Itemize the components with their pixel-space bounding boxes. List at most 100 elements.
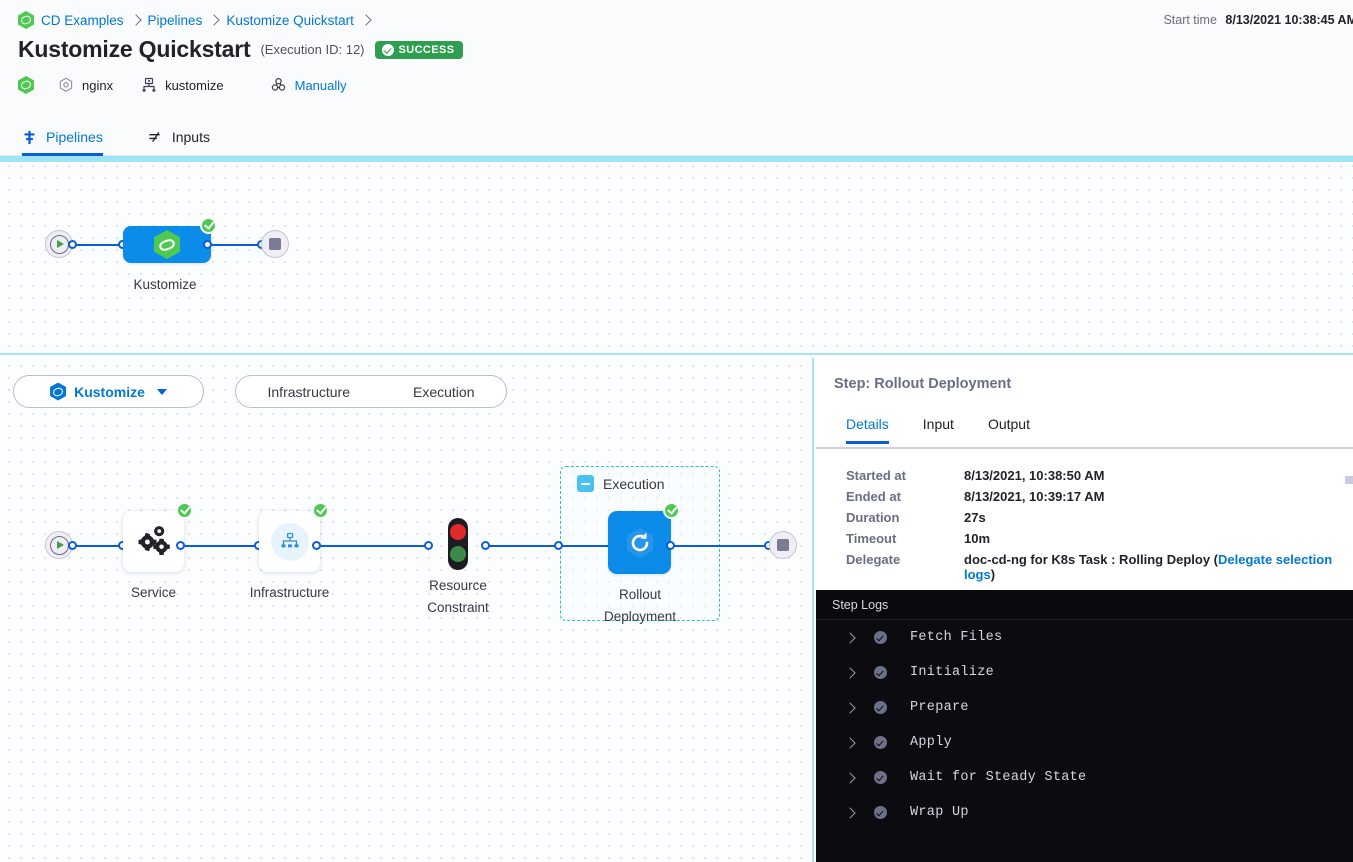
infrastructure-icon	[142, 77, 156, 92]
breadcrumb-item-pipelines[interactable]: Pipelines	[147, 12, 203, 28]
detail-value-duration: 27s	[964, 510, 986, 525]
chevron-right-icon	[129, 14, 142, 26]
node-kustomize[interactable]	[123, 226, 211, 263]
panel-tab-input[interactable]: Input	[922, 416, 954, 432]
log-row[interactable]: Wait for Steady State	[816, 760, 1353, 795]
trigger-icon	[271, 77, 285, 91]
check-circle-icon	[874, 701, 887, 714]
edge	[76, 244, 124, 246]
pipeline-end-node[interactable]	[261, 230, 289, 258]
meta-trigger-label[interactable]: Manually	[294, 77, 347, 93]
harness-hex-icon	[154, 230, 180, 259]
chevron-right-icon[interactable]	[844, 666, 856, 679]
chevron-right-icon[interactable]	[844, 736, 856, 749]
page-header: CD Examples Pipelines Kustomize Quicksta…	[0, 0, 1353, 112]
service-hexagon-icon	[59, 77, 73, 92]
node-rollout-deployment[interactable]	[608, 511, 671, 574]
log-row[interactable]: Prepare	[816, 690, 1353, 725]
delegate-text: doc-cd-ng for K8s Task : Rolling Deploy …	[964, 552, 1218, 567]
tab-pipelines[interactable]: Pipelines	[0, 129, 125, 156]
stage-section-toggle[interactable]: Infrastructure Execution	[235, 375, 507, 408]
harness-hex-icon	[50, 382, 67, 401]
status-success-icon	[200, 217, 217, 234]
edge	[674, 545, 770, 547]
pipeline-canvas[interactable]: Kustomize	[0, 156, 1353, 355]
detail-value-started-at: 8/13/2021, 10:38:50 AM	[964, 468, 1105, 483]
stage-selector-kustomize[interactable]: Kustomize	[13, 375, 204, 408]
stop-icon	[777, 539, 789, 551]
panel-title: Step: Rollout Deployment	[834, 376, 1012, 392]
log-row-label: Prepare	[910, 700, 969, 715]
traffic-light-icon	[448, 518, 468, 570]
meta-environment-label: kustomize	[165, 77, 224, 93]
log-row[interactable]: Initialize	[816, 655, 1353, 690]
check-circle-icon	[381, 43, 394, 56]
status-success-icon	[312, 502, 329, 519]
port	[554, 541, 563, 550]
harness-hex-icon	[18, 76, 34, 94]
execution-id-label: (Execution ID: 12)	[260, 42, 365, 57]
execution-group-header: Execution	[577, 475, 664, 492]
rollout-refresh-icon	[626, 527, 653, 558]
infrastructure-tree-icon	[270, 522, 309, 561]
log-row-label: Apply	[910, 735, 953, 750]
meta-service[interactable]: nginx	[58, 77, 113, 93]
breadcrumb-item-kustomize-quickstart[interactable]: Kustomize Quickstart	[226, 12, 354, 28]
log-row-label: Wrap Up	[910, 805, 969, 820]
chevron-right-icon[interactable]	[844, 806, 856, 819]
check-circle-icon	[874, 771, 887, 784]
panel-tab-details[interactable]: Details	[832, 410, 903, 444]
edge	[211, 244, 263, 246]
edge	[320, 545, 430, 547]
step-logs-console[interactable]: Step Logs Fetch Files Initialize Prepare…	[816, 590, 1353, 862]
node-service[interactable]	[123, 511, 184, 572]
node-label-resource-constraint: Resource Constraint	[427, 578, 489, 615]
stop-icon	[269, 238, 281, 250]
log-row[interactable]: Apply	[816, 725, 1353, 760]
chevron-right-icon[interactable]	[844, 701, 856, 714]
panel-scrollbar[interactable]	[1345, 476, 1353, 484]
stage-section-execution[interactable]: Execution	[413, 383, 475, 400]
chevron-down-icon[interactable]	[156, 388, 167, 395]
breadcrumb-item-cd-examples[interactable]: CD Examples	[41, 12, 124, 28]
stage-end-node[interactable]	[769, 531, 797, 559]
detail-key-duration: Duration	[846, 510, 900, 525]
service-cogs-icon	[137, 525, 170, 555]
check-circle-icon	[874, 806, 887, 819]
detail-key-timeout: Timeout	[846, 531, 897, 546]
status-badge-label: SUCCESS	[398, 43, 455, 56]
port	[424, 541, 433, 550]
stage-selector-label: Kustomize	[74, 383, 145, 400]
chevron-right-icon[interactable]	[844, 771, 856, 784]
start-time-label: Start time	[1163, 13, 1217, 27]
minus-icon[interactable]	[577, 475, 594, 492]
log-row-label: Wait for Steady State	[910, 770, 1087, 785]
meta-trigger[interactable]: Manually	[270, 77, 347, 93]
tab-inputs[interactable]: Inputs	[125, 129, 232, 155]
execution-meta-row: nginx kustomize	[18, 76, 347, 94]
detail-key-started-at: Started at	[846, 468, 906, 483]
edge	[76, 545, 124, 547]
detail-value-ended-at: 8/13/2021, 10:39:17 AM	[964, 489, 1105, 504]
stage-section-infrastructure[interactable]: Infrastructure	[267, 383, 350, 400]
step-details-table: Started at 8/13/2021, 10:38:50 AM Ended …	[846, 468, 1353, 582]
node-resource-constraint[interactable]	[443, 516, 473, 574]
node-infrastructure[interactable]	[259, 511, 320, 572]
log-row[interactable]: Wrap Up	[816, 795, 1353, 830]
node-label-rollout-deployment: Rollout Deployment	[603, 587, 677, 624]
panel-tab-output[interactable]: Output	[987, 416, 1030, 432]
node-label-service: Service	[130, 585, 176, 600]
delegate-selection-logs-link[interactable]: Delegate selection logs	[964, 552, 1333, 582]
chevron-right-icon[interactable]	[844, 631, 856, 644]
stage-canvas[interactable]: Kustomize Infrastructure Execution Execu…	[0, 358, 814, 862]
pipeline-icon	[24, 130, 35, 144]
check-circle-icon	[874, 666, 887, 679]
log-row-label: Fetch Files	[910, 630, 1003, 645]
log-row[interactable]: Fetch Files	[816, 620, 1353, 655]
chevron-right-icon	[360, 14, 372, 26]
meta-environment[interactable]: kustomize	[141, 77, 224, 93]
status-success-icon	[663, 502, 680, 519]
panel-tabs-divider	[816, 447, 1353, 449]
start-icon	[49, 535, 69, 555]
check-circle-icon	[874, 736, 887, 749]
